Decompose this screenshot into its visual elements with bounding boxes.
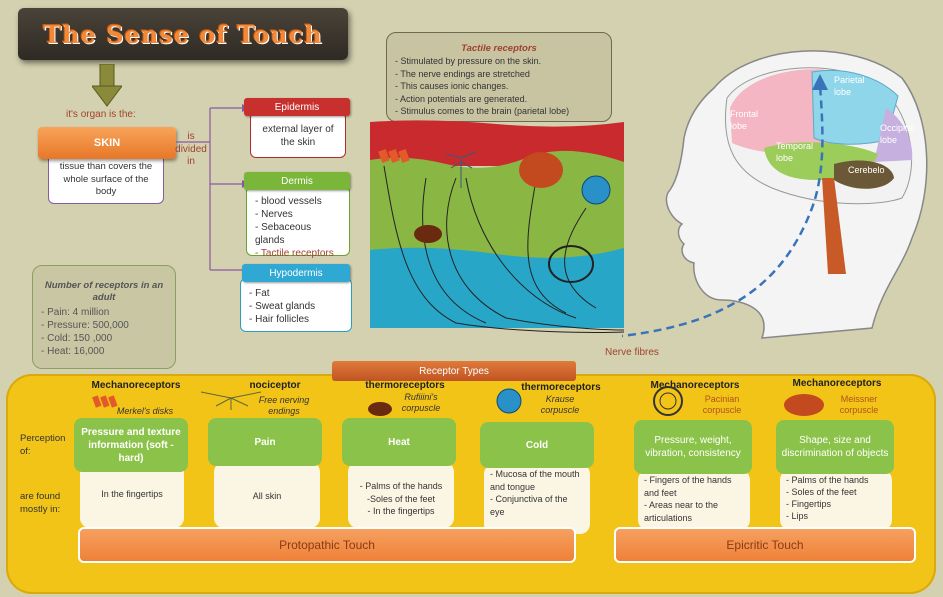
epicritic-touch-bar: Epicritic Touch [614,527,916,563]
free-nerve-icon [196,388,266,415]
dermis-item: - Nerves [255,209,293,220]
column-1-perception: Pressure and texture information (soft -… [74,418,188,472]
epidermis-label: Epidermis [244,98,350,116]
dermis-item: - Tactile receptors [255,248,334,259]
column-6-name: Meissner corpuscle [839,394,879,415]
column-4-found: - Mucosa of the mouth and tongue - Conju… [484,464,590,534]
column-2-perception: Pain [208,418,322,466]
dermis-item: - Sebaceous glands [255,222,312,246]
tactile-item: - The nerve endings are stretched [395,68,530,79]
krause-icon [494,386,524,421]
arrow-head-icon [812,74,828,90]
hypodermis-label: Hypodermis [242,264,350,282]
column-5-type: Mechanoreceptors [650,380,740,391]
column-4-type: thermoreceptors [521,382,601,393]
protopathic-touch-bar: Protopathic Touch [78,527,576,563]
hypodermis-list: - Fat - Sweat glands - Hair follicles [240,278,352,332]
frontal-lobe-label: Frontal lobe [730,109,759,131]
column-1-type: Mechanoreceptors [91,380,181,391]
column-1-name: Merkel's disks [116,406,174,416]
brainstem-region [822,178,846,274]
skin-cross-section-illustration [370,120,625,333]
tactile-item: - This causes ionic changes. [395,81,509,91]
column-4-perception: Cold [480,422,594,468]
perception-label: Perception of: [20,433,66,457]
receptor-count-item: - Cold: 150 ,000 [41,333,113,344]
tactile-item: - Stimulus comes to the brain (parietal … [395,106,570,116]
meissner-icon [780,392,828,423]
tactile-title: Tactile receptors [461,43,537,54]
receptor-count-title: Number of receptors in an adult [44,280,164,303]
epidermis-description: external layer of the skin [250,112,346,158]
page-title: The Sense of Touch [43,19,323,49]
skin-box: SKIN [38,127,176,159]
pacinian-corpuscle-icon [548,245,594,283]
organ-label: it's organ is the: [66,109,136,120]
hypodermis-item: - Fat [249,288,270,299]
column-2-name: Free nerving endings [258,395,310,416]
dermis-label: Dermis [244,172,350,190]
tactile-item: - Action potentials are generated. [395,93,528,104]
ruffini-corpuscle-icon [414,225,442,243]
hypodermis-item: - Hair follicles [249,314,310,325]
divided-label: is divided in [175,131,207,167]
connector-lines [176,104,250,274]
cerebellum-label: Cerebelo [848,165,885,175]
hypodermis-item: - Sweat glands [249,301,316,312]
column-5-perception: Pressure, weight, vibration, consistency [634,420,752,474]
column-3-perception: Heat [342,418,456,466]
receptor-count-card: Number of receptors in an adult - Pain: … [32,265,176,369]
column-4-name: Krause corpuscle [540,394,580,415]
found-label: are found mostly in: [20,491,61,515]
dermis-item: - blood vessels [255,196,322,207]
receptor-types-header: Receptor Types [332,361,576,381]
dermis-list: - blood vessels - Nerves - Sebaceous gla… [246,186,350,259]
receptor-count-item: - Heat: 16,000 [41,346,105,357]
down-arrow-icon [92,64,122,107]
ruffini-icon [366,400,394,423]
nerve-path-arrow [622,83,824,338]
receptor-count-item: - Pain: 4 million [41,307,110,318]
column-6-perception: Shape, size and discrimination of object… [776,420,894,474]
nerve-fibres-label: Nerve fibres [605,347,659,358]
meissner-corpuscle-icon [519,152,563,188]
column-3-found: - Palms of the hands -Soles of the feet … [348,462,454,528]
cerebellum-region [834,160,894,189]
tactile-item: - Stimulated by pressure on the skin. [395,56,542,66]
title-banner: The Sense of Touch [18,8,348,60]
receptor-count-item: - Pressure: 500,000 [41,320,129,331]
occipital-lobe-label: Occipital lobe [880,123,915,145]
frontal-lobe-region [730,69,832,154]
column-6-type: Mechanoreceptors [792,378,882,389]
column-6-found: - Palms of the hands - Soles of the feet… [780,470,892,530]
pacinian-icon [650,384,686,423]
krause-corpuscle-icon [581,175,611,205]
occipital-lobe-region [874,108,913,162]
head-brain-illustration [622,50,928,339]
column-5-name: Pacinian corpuscle [702,394,742,415]
merkel-icon [92,394,122,415]
merkel-disks-icon [378,148,410,164]
parietal-lobe-label: Parietal lobe [834,75,865,97]
skin-description: tissue than covers the whole surface of … [48,150,164,204]
column-2-type: nociceptor [249,380,301,391]
free-nerve-endings-icon [445,151,477,188]
column-5-found: - Fingers of the hands and feet - Areas … [638,470,750,530]
column-2-found: All skin [214,462,320,528]
column-3-name: Rufiiini's corpuscle [401,392,441,413]
tactile-receptors-card: Tactile receptors - Stimulated by pressu… [386,32,612,122]
column-3-type: thermoreceptors [365,380,445,391]
temporal-lobe-label: Temporal lobe [776,141,814,163]
